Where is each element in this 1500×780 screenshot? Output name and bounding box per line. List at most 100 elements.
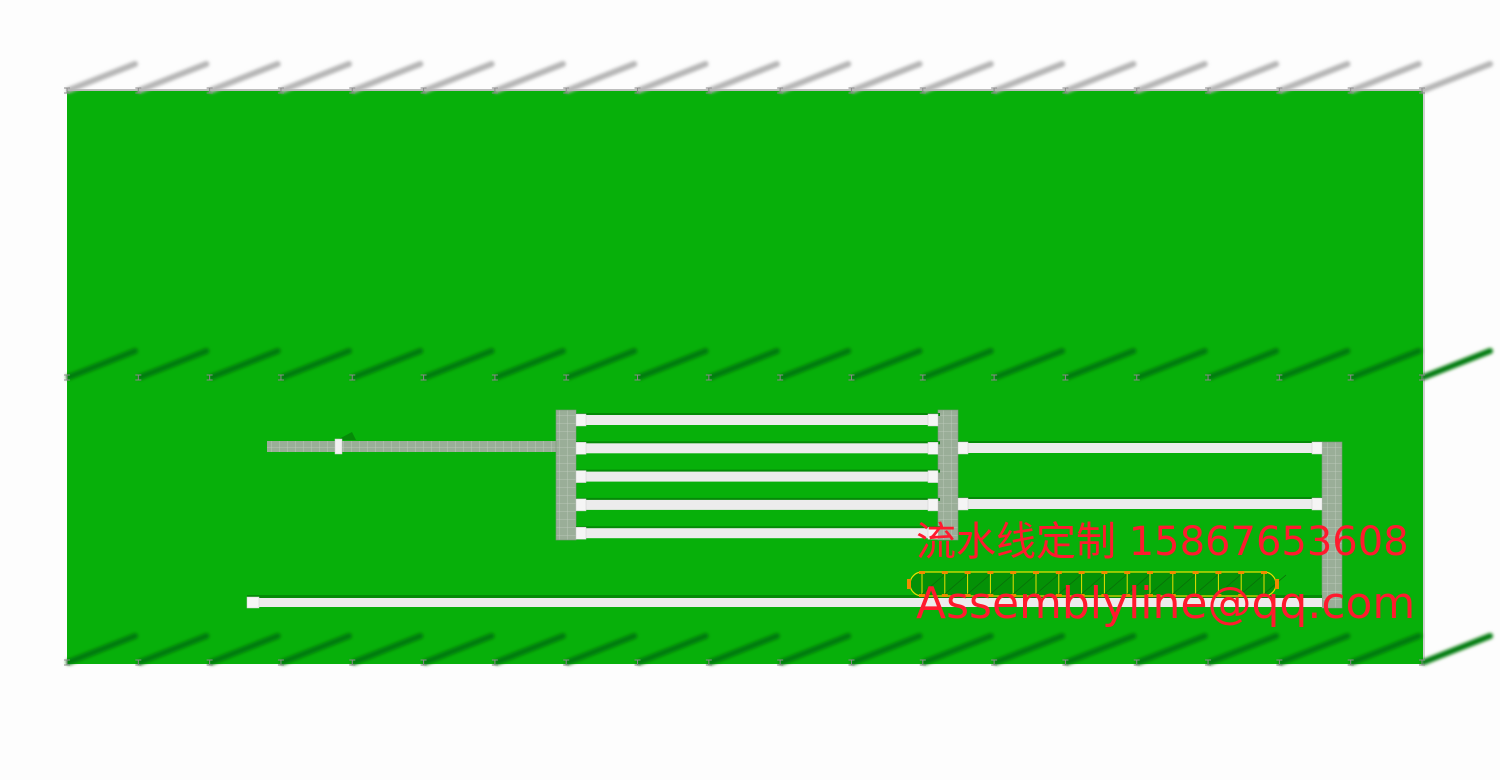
column-marker: [848, 659, 855, 666]
right-conveyors: [957, 441, 1323, 511]
column-shadow: [1421, 633, 1493, 665]
column-marker: [634, 87, 641, 94]
column-marker: [349, 87, 356, 94]
column-shadow: [993, 61, 1066, 93]
column-shadow: [137, 348, 210, 380]
column-shadow: [279, 633, 352, 665]
infeed-conveyor: [267, 432, 557, 455]
column-marker: [135, 87, 142, 94]
column-marker: [919, 374, 926, 381]
column-shadow: [1349, 61, 1422, 93]
column-shadow: [921, 633, 994, 665]
column-shadow: [921, 61, 994, 93]
column-shadow: [66, 61, 138, 93]
column-marker: [919, 659, 926, 666]
column-marker: [991, 374, 998, 381]
column-marker: [1276, 374, 1283, 381]
column-shadow: [707, 348, 780, 380]
column-shadow: [351, 633, 424, 665]
floor-area: [67, 90, 1424, 664]
column-marker: [1133, 374, 1140, 381]
column-shadow: [66, 633, 138, 665]
column-marker: [563, 87, 570, 94]
column-marker: [1347, 374, 1354, 381]
column-marker: [1347, 87, 1354, 94]
column-marker: [1276, 659, 1283, 666]
watermark-contact-line: 流水线定制 15867653608: [916, 519, 1409, 565]
parallel-conveyors: [575, 413, 940, 540]
column-shadow: [565, 633, 638, 665]
column-marker: [277, 374, 284, 381]
column-shadow: [493, 633, 566, 665]
column-shadow: [1064, 61, 1137, 93]
column-marker: [206, 374, 213, 381]
column-marker: [705, 87, 712, 94]
column-shadow: [1349, 633, 1422, 665]
column-shadow: [707, 633, 780, 665]
column-marker: [64, 374, 70, 381]
column-shadow: [636, 61, 709, 93]
column-marker: [1419, 659, 1425, 666]
column-shadow: [1421, 61, 1493, 93]
column-marker: [1133, 659, 1140, 666]
column-marker: [777, 374, 784, 381]
column-shadow: [565, 61, 638, 93]
column-marker: [491, 87, 498, 94]
column-shadow: [137, 633, 210, 665]
column-marker: [1419, 87, 1425, 94]
column-marker: [634, 659, 641, 666]
column-marker: [420, 87, 427, 94]
column-shadow: [493, 61, 566, 93]
column-marker: [991, 659, 998, 666]
column-marker: [848, 374, 855, 381]
infeed-stopper: [334, 438, 343, 455]
column-marker: [420, 659, 427, 666]
column-shadow: [636, 633, 709, 665]
column-marker: [206, 87, 213, 94]
column-shadow: [565, 348, 638, 380]
column-shadow: [779, 633, 852, 665]
column-marker: [1205, 374, 1212, 381]
column-shadow: [1064, 348, 1137, 380]
column-marker: [349, 374, 356, 381]
column-shadow: [1207, 348, 1280, 380]
column-shadow: [422, 633, 495, 665]
column-shadow: [1135, 348, 1208, 380]
column-marker: [420, 374, 427, 381]
parallel-conveyor: [576, 443, 938, 454]
column-marker: [991, 87, 998, 94]
column-shadow: [208, 348, 281, 380]
column-shadow: [1135, 61, 1208, 93]
right-conveyor: [958, 443, 1322, 453]
building-columns: [64, 61, 1493, 666]
column-shadow: [137, 61, 210, 93]
column-shadow: [636, 348, 709, 380]
column-shadow: [850, 61, 923, 93]
column-shadow: [1278, 348, 1351, 380]
column-shadow: [208, 61, 281, 93]
column-marker: [1062, 659, 1069, 666]
column-marker: [64, 87, 70, 94]
column-marker: [634, 374, 641, 381]
column-marker: [1276, 87, 1283, 94]
column-shadow: [1135, 633, 1208, 665]
column-marker: [135, 659, 142, 666]
column-shadow: [779, 348, 852, 380]
parallel-conveyor: [576, 528, 938, 539]
column-marker: [705, 374, 712, 381]
column-marker: [1419, 374, 1425, 381]
column-marker: [64, 659, 70, 666]
return-conveyor: [246, 595, 1322, 609]
column-marker: [277, 659, 284, 666]
column-marker: [563, 374, 570, 381]
column-shadow: [351, 61, 424, 93]
column-marker: [1062, 87, 1069, 94]
column-shadow: [422, 61, 495, 93]
transfer-module-right: [1321, 441, 1343, 609]
column-shadow: [1349, 348, 1422, 380]
column-marker: [1347, 659, 1354, 666]
column-marker: [206, 659, 213, 666]
column-shadow: [993, 348, 1066, 380]
column-marker: [135, 374, 142, 381]
